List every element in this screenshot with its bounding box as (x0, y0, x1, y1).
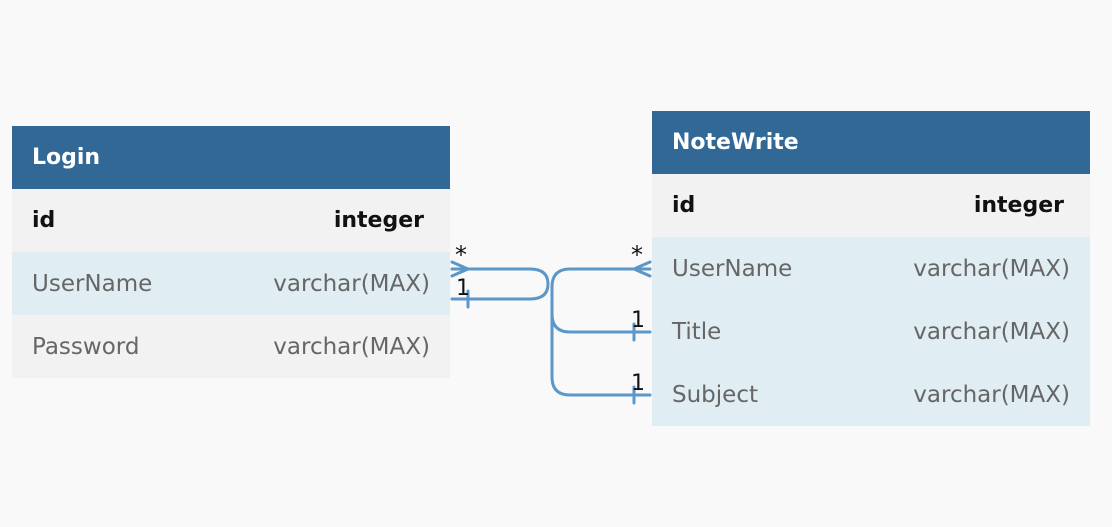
column-name: Title (672, 318, 722, 345)
column-name: Password (32, 333, 140, 360)
table-notewrite-header[interactable]: NoteWrite (652, 111, 1090, 174)
column-type: varchar(MAX) (273, 270, 430, 297)
column-type: varchar(MAX) (913, 318, 1070, 345)
table-login-header[interactable]: Login (12, 126, 450, 189)
connector-notewrite-title[interactable] (550, 312, 652, 334)
crows-foot-notewrite (632, 260, 652, 278)
column-type: varchar(MAX) (913, 255, 1070, 282)
column-type: integer (973, 193, 1064, 218)
login-column-username[interactable]: UserName varchar(MAX) (12, 252, 450, 315)
column-name: id (672, 193, 696, 218)
connector-notewrite-username[interactable] (550, 267, 652, 397)
cardinality-notewrite-many: * (631, 241, 643, 269)
connector-login-many[interactable] (450, 267, 550, 301)
column-name: id (32, 208, 56, 233)
column-type: varchar(MAX) (273, 333, 430, 360)
column-name: Subject (672, 381, 758, 408)
table-notewrite-title: NoteWrite (672, 130, 799, 155)
login-column-id[interactable]: id integer (12, 189, 450, 252)
column-type: varchar(MAX) (913, 381, 1070, 408)
table-login[interactable]: Login id integer UserName varchar(MAX) P… (12, 126, 450, 378)
notewrite-column-username[interactable]: UserName varchar(MAX) (652, 237, 1090, 300)
table-notewrite[interactable]: NoteWrite id integer UserName varchar(MA… (652, 111, 1090, 426)
column-type: integer (333, 208, 424, 233)
login-column-password[interactable]: Password varchar(MAX) (12, 315, 450, 378)
table-login-title: Login (32, 145, 101, 170)
column-name: UserName (32, 270, 153, 297)
cardinality-login-many: * (455, 241, 467, 269)
column-name: UserName (672, 255, 793, 282)
notewrite-column-id[interactable]: id integer (652, 174, 1090, 237)
cardinality-subject-one: 1 (631, 371, 645, 396)
crows-foot-login (450, 260, 470, 278)
notewrite-column-subject[interactable]: Subject varchar(MAX) (652, 363, 1090, 426)
cardinality-login-one: 1 (456, 276, 470, 301)
notewrite-column-title[interactable]: Title varchar(MAX) (652, 300, 1090, 363)
cardinality-title-one: 1 (631, 308, 645, 333)
